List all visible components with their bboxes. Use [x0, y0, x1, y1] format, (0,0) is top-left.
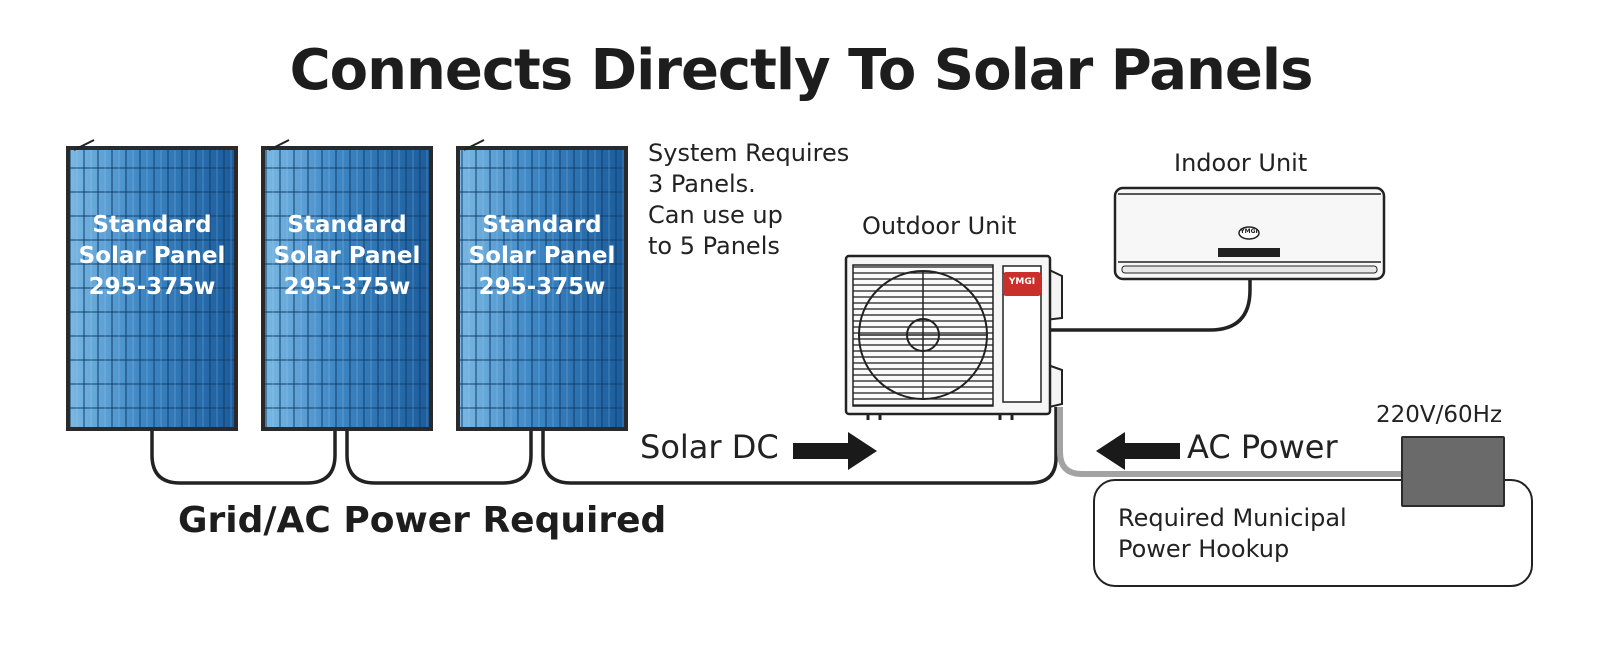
panel-1-line-3: 295-375w [88, 274, 216, 300]
indoor-connection-cable [1050, 278, 1252, 332]
municipal-line-2: Power Hookup [1118, 535, 1290, 563]
solar-panel-1 [66, 139, 238, 431]
panel-1-line-1: Standard [92, 212, 212, 238]
panel-label-1: Standard Solar Panel 295-375w [68, 210, 236, 303]
ac-power-cable [1057, 407, 1402, 477]
power-supply-box [1401, 436, 1505, 507]
solar-panel-3 [456, 139, 628, 431]
ac-power-arrow [1096, 432, 1180, 470]
panel-3-line-3: 295-375w [478, 274, 606, 300]
page-title: Connects Directly To Solar Panels [289, 38, 1314, 103]
indoor-unit-brand-logo: YMGI [1240, 228, 1258, 235]
solar-dc-arrow [793, 432, 877, 470]
panel-label-2: Standard Solar Panel 295-375w [263, 210, 431, 303]
solar-panel-2 [261, 139, 433, 431]
panel-3-line-2: Solar Panel [468, 243, 616, 269]
note-line-4: to 5 Panels [648, 232, 780, 260]
solar-dc-label: Solar DC [640, 428, 779, 466]
panel-cable-2-3 [345, 431, 533, 485]
panel-2-line-2: Solar Panel [273, 243, 421, 269]
panel-cable-1-2 [150, 431, 337, 485]
panel-requirement-note: System Requires 3 Panels. Can use up to … [648, 138, 849, 262]
voltage-label: 220V/60Hz [1376, 402, 1503, 428]
panel-label-3: Standard Solar Panel 295-375w [458, 210, 626, 303]
note-line-2: 3 Panels. [648, 170, 756, 198]
note-line-1: System Requires [648, 139, 850, 167]
outdoor-unit-brand-logo: YMGI [1008, 277, 1036, 287]
indoor-unit [1113, 186, 1386, 281]
solar-dc-cable [541, 407, 1058, 485]
grid-power-required-label: Grid/AC Power Required [178, 500, 667, 541]
panel-3-line-1: Standard [482, 212, 602, 238]
panel-2-line-1: Standard [287, 212, 407, 238]
ac-power-label: AC Power [1187, 428, 1338, 466]
indoor-unit-label: Indoor Unit [1174, 149, 1308, 177]
municipal-line-1: Required Municipal [1118, 504, 1347, 532]
outdoor-unit [844, 254, 1063, 420]
municipal-hookup-text: Required Municipal Power Hookup [1118, 503, 1347, 565]
panel-1-line-2: Solar Panel [78, 243, 226, 269]
note-line-3: Can use up [648, 201, 783, 229]
panel-2-line-3: 295-375w [283, 274, 411, 300]
outdoor-unit-label: Outdoor Unit [862, 212, 1017, 240]
